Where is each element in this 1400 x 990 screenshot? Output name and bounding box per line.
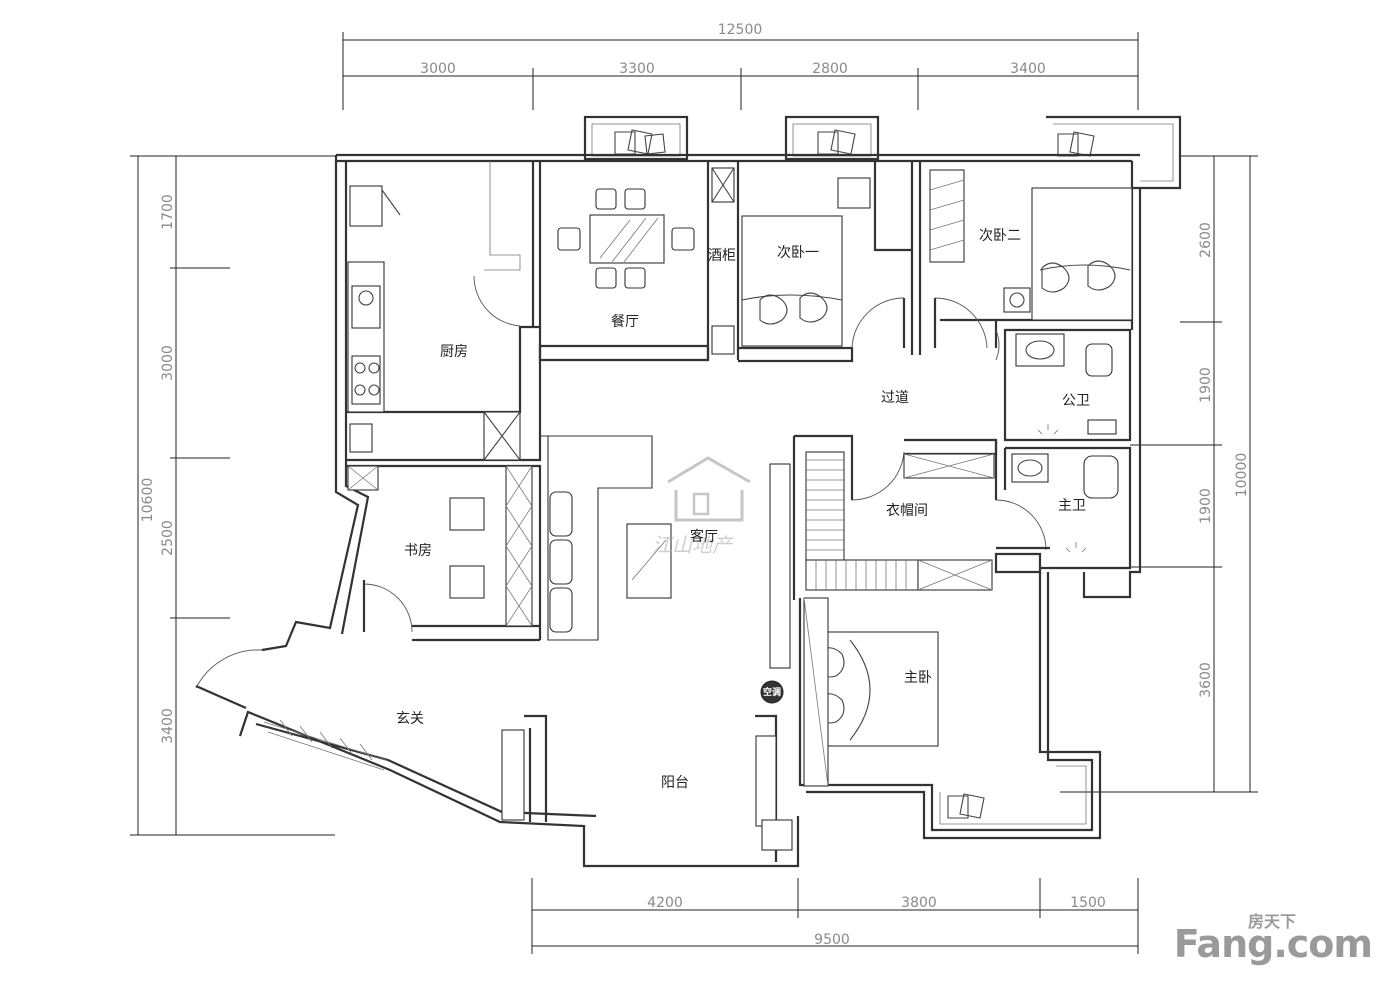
study-furniture [347,465,533,627]
dim-top-4: 3400 [1010,61,1046,77]
label-public-bath: 公卫 [1062,393,1090,409]
room-labels: 厨房 餐厅 酒柜 次卧一 次卧二 过道 公卫 衣帽间 主卫 客厅 书房 主卧 玄… [396,228,1090,791]
bottom-bay-window [939,765,1087,825]
label-corridor: 过道 [881,390,909,406]
dim-top-3: 2800 [812,61,848,77]
dim-top-1: 3000 [420,61,456,77]
dim-left-4: 3400 [160,708,176,744]
label-kitchen: 厨房 [440,344,468,360]
brand-main-text: Fang.com [1173,922,1373,966]
watermark-logo: 江山地产 [652,456,751,557]
dim-right-2: 1900 [1198,367,1214,403]
label-bedroom2: 次卧一 [777,245,819,261]
dim-bottom-3: 1500 [1070,895,1106,911]
kitchen-fixtures [347,161,521,461]
dim-bottom-1: 4200 [647,895,683,911]
label-master-bath: 主卫 [1058,498,1086,514]
master-bath-fixtures [1011,453,1119,553]
closet-storage [805,451,995,591]
dim-left-1: 1700 [160,194,176,230]
living-room-furniture: 空调 [540,435,793,851]
master-bedroom-furniture [803,597,939,787]
dim-left-total: 10600 [140,478,156,523]
dim-right-4: 3600 [1198,662,1214,698]
label-master-bedroom: 主卧 [904,670,932,686]
label-dining: 餐厅 [611,314,639,330]
left-dimensions: 10600 1700 3000 2500 3400 [130,155,335,836]
watermark-text: 江山地产 [652,533,734,557]
entrance-cabinet [263,719,525,821]
top-bay-windows [583,115,1182,190]
bottom-dimensions: 4200 3800 1500 9500 [531,878,1139,954]
dim-bottom-2: 3800 [901,895,937,911]
dim-right-total: 10000 [1234,453,1250,498]
dim-top-2: 3300 [619,61,655,77]
right-dimensions: 10000 2600 1900 1900 3600 [1060,155,1258,793]
public-bath-fixtures [1015,333,1117,435]
door-swings [195,275,1050,710]
label-wine-cabinet: 酒柜 [708,248,736,264]
dim-left-2: 3000 [160,345,176,381]
ac-label: 空调 [763,686,781,698]
dim-top-total: 12500 [718,22,763,38]
dim-right-1: 2600 [1198,222,1214,258]
bedroom2-furniture [741,177,871,347]
wine-cabinet-shelves [711,167,735,355]
label-entrance: 玄关 [396,710,424,727]
label-walk-in-closet: 衣帽间 [886,503,928,519]
label-bedroom3: 次卧二 [979,228,1021,244]
dim-right-3: 1900 [1198,488,1214,524]
brand-sub-text: 房天下 [1247,912,1296,931]
label-study: 书房 [404,543,432,559]
label-living: 客厅 [690,528,718,545]
label-balcony: 阳台 [661,775,689,791]
bedroom3-furniture [929,169,1133,321]
brand-logo: 房天下 Fang.com [1173,912,1373,966]
dining-table [557,188,695,289]
top-dimensions: 12500 3000 3300 2800 3400 [342,22,1139,110]
dim-left-3: 2500 [160,520,176,556]
dim-bottom-total: 9500 [814,932,850,948]
